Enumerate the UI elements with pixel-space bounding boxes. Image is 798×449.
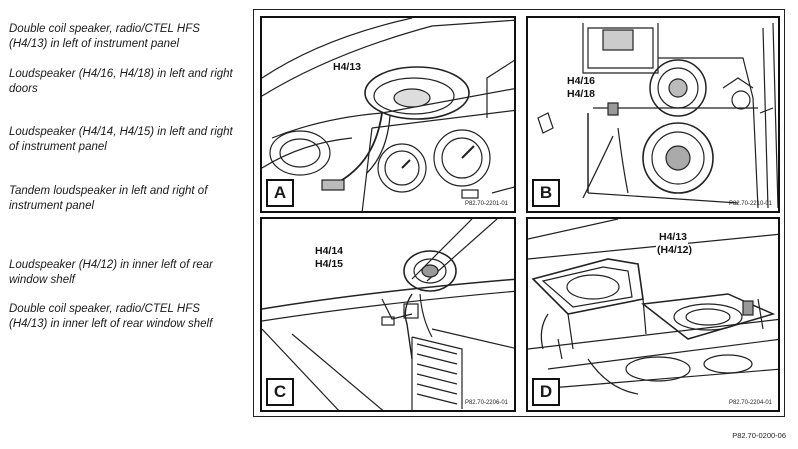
callout-h4-16: H4/16 (566, 75, 597, 88)
figure-code: P82.70-0200-06 (732, 431, 786, 440)
panel-c-label: C (266, 378, 294, 406)
panel-b: H4/16 H4/18 B P82.70-2210-01 (526, 16, 780, 213)
panel-a: H4/13 A P82.70-2201-01 (260, 16, 516, 213)
caption-rear-shelf-h4-13: Double coil speaker, radio/CTEL HFS (H4/… (9, 303, 213, 330)
caption-tandem-speaker: Tandem loudspeaker in left and right of … (9, 185, 208, 212)
diagram-frame: H4/13 A P82.70-2201-01 (253, 9, 785, 417)
panel-c-code: P82.70-2206-01 (464, 400, 508, 406)
panel-a-illustration (262, 18, 514, 211)
callout-h4-18: H4/18 (566, 88, 597, 101)
panel-a-label: A (266, 179, 294, 207)
callout-h4-12: (H4/12) (656, 244, 694, 257)
caption-rear-shelf-h4-12: Loudspeaker (H4/12) in inner left of rea… (9, 259, 213, 286)
callout-h4-13: H4/13 (332, 61, 363, 74)
callout-h4-14: H4/14 (314, 245, 345, 258)
panel-c: H4/14 H4/15 C P82.70-2206-01 (260, 217, 516, 412)
panel-a-code: P82.70-2201-01 (464, 201, 508, 207)
panel-b-illustration (537, 22, 778, 209)
panel-d-code: P82.70-2204-01 (728, 400, 772, 406)
callout-h4-13-rear: H4/13 (658, 231, 689, 244)
caption-h4-13-instrument-panel: Double coil speaker, radio/CTEL HFS (H4/… (9, 23, 200, 50)
panel-b-label: B (532, 179, 560, 207)
caption-door-speakers: Loudspeaker (H4/16, H4/18) in left and r… (9, 68, 233, 95)
callout-h4-15: H4/15 (314, 258, 345, 271)
panel-d: H4/13 (H4/12) D P82.70-2204-01 (526, 217, 780, 412)
panel-c-illustration (262, 219, 514, 410)
caption-instrument-panel-speakers: Loudspeaker (H4/14, H4/15) in left and r… (9, 126, 233, 153)
panel-d-illustration (528, 219, 778, 395)
panel-b-code: P82.70-2210-01 (728, 201, 772, 207)
panel-d-label: D (532, 378, 560, 406)
